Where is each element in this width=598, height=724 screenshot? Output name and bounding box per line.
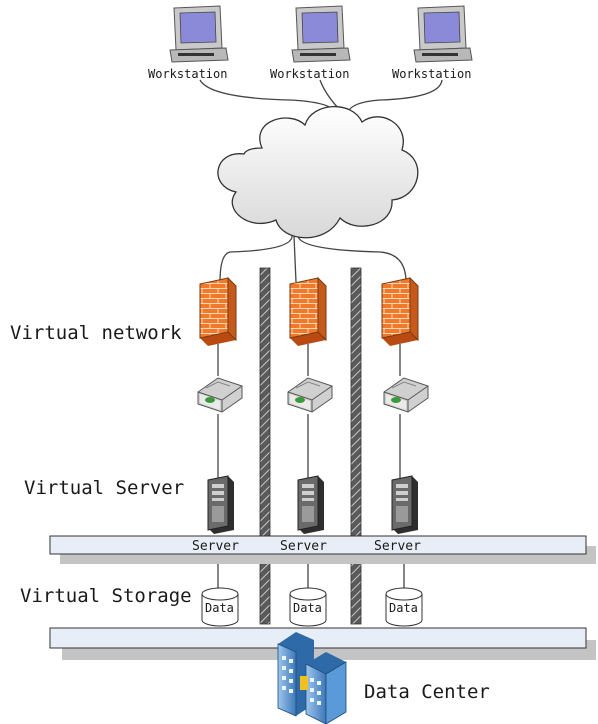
- separator-left: [259, 267, 271, 625]
- link-cloud-fw1: [219, 235, 293, 283]
- server-bar: [49, 535, 596, 564]
- server-icon: [207, 475, 235, 535]
- link-cloud-fw3: [297, 235, 407, 283]
- router-icon: [383, 377, 429, 413]
- virtual-storage-label: Virtual Storage: [20, 585, 192, 607]
- virtual-network-label: Virtual network: [10, 322, 182, 344]
- data-center-icon: [277, 632, 347, 724]
- workstation-label: Workstation: [392, 67, 471, 81]
- data-center-label: Data Center: [364, 681, 490, 703]
- workstation-1: Workstation: [148, 5, 229, 81]
- link-ws3-cloud: [347, 79, 443, 113]
- server-label: Server: [374, 539, 421, 554]
- workstation-icon: [169, 5, 229, 63]
- data-label: Data: [293, 601, 322, 615]
- workstation-icon: [291, 5, 351, 63]
- data-store-2: Data: [289, 587, 327, 627]
- server-label: Server: [192, 539, 239, 554]
- storage-bar: [49, 627, 596, 660]
- workstation-icon: [413, 5, 473, 63]
- link-ws1-cloud: [199, 79, 336, 113]
- workstation-label: Workstation: [148, 67, 227, 81]
- link-cloud-fw2: [293, 235, 297, 283]
- workstation-label: Workstation: [270, 67, 349, 81]
- server-icon: [297, 475, 325, 535]
- data-store-3: Data: [385, 587, 423, 627]
- server-label: Server: [280, 539, 327, 554]
- data-label: Data: [205, 601, 234, 615]
- virtual-server-label: Virtual Server: [24, 477, 184, 499]
- router-icon: [197, 377, 243, 413]
- separator-right: [350, 267, 362, 625]
- workstation-3: Workstation: [392, 5, 473, 81]
- workstation-2: Workstation: [270, 5, 351, 81]
- router-icon: [287, 377, 333, 413]
- server-icon: [391, 475, 419, 535]
- firewall-icon: [381, 277, 419, 347]
- firewall-icon: [289, 277, 327, 347]
- data-label: Data: [389, 601, 418, 615]
- data-store-1: Data: [201, 587, 239, 627]
- cloud-icon: [217, 105, 419, 239]
- firewall-icon: [199, 277, 237, 347]
